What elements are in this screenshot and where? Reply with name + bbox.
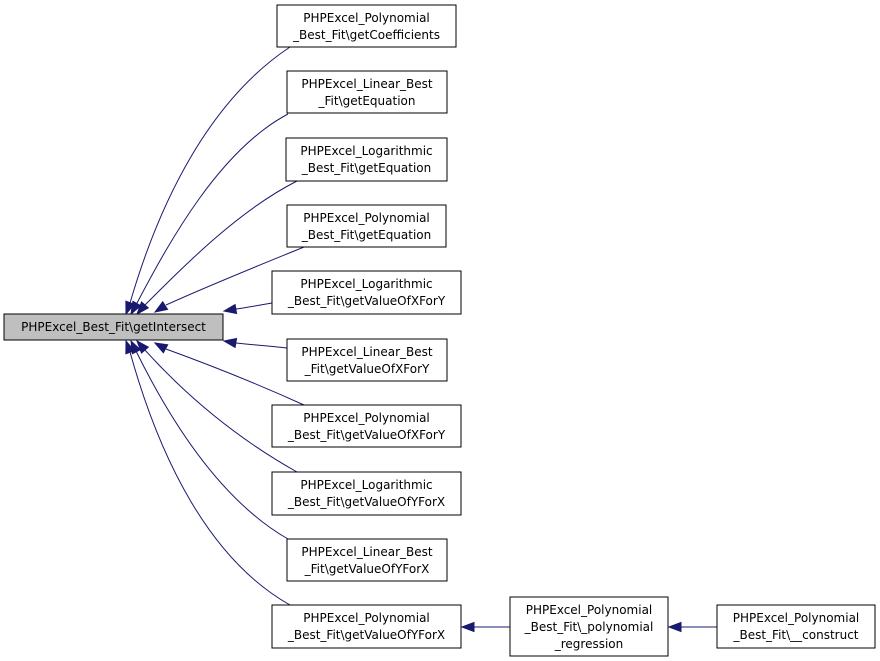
node-polynomial-construct[interactable]: PHPExcel_Polynomial _Best_Fit\__construc… [716,604,876,649]
node-label-line-1: PHPExcel_Linear_Best [301,345,432,359]
node-label-line-2: _Best_Fit\getCoefficients [292,28,440,42]
node-label-line-1: PHPExcel_Linear_Best [301,545,432,559]
node-polynomial-getcoefficients[interactable]: PHPExcel_Polynomial _Best_Fit\getCoeffic… [276,4,457,48]
node-label-line-1: PHPExcel_Polynomial [303,611,430,625]
node-label-line-1: PHPExcel_Polynomial [733,611,860,625]
node-label-line-2: _Fit\getValueOfYForX [304,562,430,576]
edge-line [165,348,305,406]
node-label-line-2: _Best_Fit\getValueOfYForX [287,628,445,642]
edge-line [135,350,289,540]
arrow-head [460,621,475,633]
arrow-head [125,339,136,355]
edge-line [165,246,305,306]
edge-poly_eq-to-root [153,246,305,313]
edge-poly_yfx-to-root [125,339,291,606]
node-label-line-2: _Fit\getEquation [318,94,416,108]
node-label-line-2: _Best_Fit\getEquation [301,228,432,242]
arrow-head [153,300,169,313]
edge-line [129,46,291,304]
node-polynomial-getvalueofyforx[interactable]: PHPExcel_Polynomial _Best_Fit\getValueOf… [271,604,462,649]
edge-line [235,342,288,349]
arrow-head [136,301,150,316]
node-label-line-3: _regression [554,637,624,651]
arrow-head [222,303,238,315]
edge-poly_reg-to-poly_yfx [460,621,510,633]
node-label-line-1: PHPExcel_Logarithmic [300,277,432,291]
nodes-layer: PHPExcel_Best_Fit\getIntersect PHPExcel_… [3,4,876,657]
node-label-line-2: _Best_Fit\getValueOfXForY [287,294,446,308]
edge-line [143,348,298,473]
node-linear-getvalueofxfory[interactable]: PHPExcel_Linear_Best _Fit\getValueOfXFor… [286,338,448,382]
node-label-line-1: PHPExcel_Logarithmic [300,478,432,492]
arrow-head [222,337,238,349]
edge-log_eq-to-root [136,180,298,316]
edge-lin_xfy-to-root [222,337,288,349]
node-linear-getequation[interactable]: PHPExcel_Linear_Best _Fit\getEquation [286,70,448,114]
node-label-line-1: PHPExcel_Linear_Best [301,77,432,91]
node-linear-getvalueofyforx[interactable]: PHPExcel_Linear_Best _Fit\getValueOfYFor… [286,538,448,582]
node-label-line-1: PHPExcel_Polynomial [526,603,653,617]
node-getintersect[interactable]: PHPExcel_Best_Fit\getIntersect [3,313,224,341]
edge-line [143,180,298,307]
edge-poly_coeff-to-root [125,46,291,316]
node-logarithmic-getvalueofyforx[interactable]: PHPExcel_Logarithmic _Best_Fit\getValueO… [271,471,462,516]
edge-poly_ctor-to-poly_reg [667,621,717,633]
node-label-line-2: _Best_Fit\__construct [732,628,858,642]
node-label-line-1: PHPExcel_Polynomial [303,411,430,425]
edge-line [129,351,291,606]
node-label-line-1: PHPExcel_Polynomial [303,211,430,225]
node-getintersect-label: PHPExcel_Best_Fit\getIntersect [21,320,206,334]
edges-layer [125,46,717,633]
edge-poly_xfy-to-root [153,342,305,406]
edge-line [135,113,289,306]
node-polynomial-getequation[interactable]: PHPExcel_Polynomial _Best_Fit\getEquatio… [286,204,447,248]
node-label-line-1: PHPExcel_Polynomial [303,11,430,25]
edge-lin_eq-to-root [130,113,289,316]
arrow-head [153,342,169,354]
edge-lin_yfx-to-root [130,339,289,540]
node-polynomial-polynomial-regression[interactable]: PHPExcel_Polynomial _Best_Fit\_polynomia… [509,596,669,657]
node-label-line-2: _Best_Fit\_polynomial [524,620,654,634]
node-polynomial-getvalueofxfory[interactable]: PHPExcel_Polynomial _Best_Fit\getValueOf… [271,404,462,448]
node-label-line-2: _Best_Fit\getEquation [301,161,432,175]
node-label-line-2: _Best_Fit\getValueOfYForX [287,495,445,509]
arrow-head [136,339,150,354]
arrow-head [130,300,142,316]
edge-line [235,302,273,310]
arrow-head [667,621,682,633]
node-label-line-2: _Fit\getValueOfXForY [304,362,430,376]
node-logarithmic-getvalueofxfory[interactable]: PHPExcel_Logarithmic _Best_Fit\getValueO… [271,270,462,315]
node-logarithmic-getequation[interactable]: PHPExcel_Logarithmic _Best_Fit\getEquati… [285,137,448,182]
edge-log_xfy-to-root [222,302,273,315]
node-label-line-1: PHPExcel_Logarithmic [300,144,432,158]
node-label-line-2: _Best_Fit\getValueOfXForY [287,428,446,442]
edge-log_yfx-to-root [136,339,298,473]
